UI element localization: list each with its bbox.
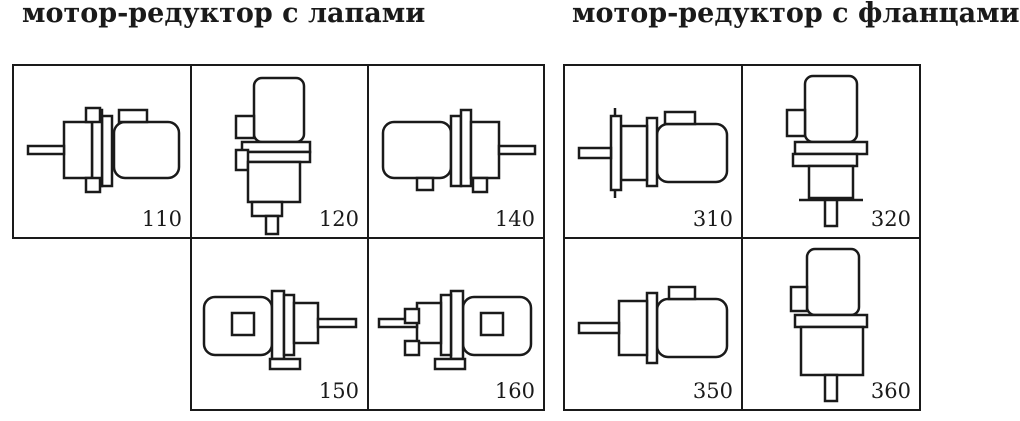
- variant-cell-360[interactable]: 360: [741, 237, 921, 411]
- variant-code-310: 310: [692, 207, 733, 231]
- variant-code-150: 150: [318, 379, 359, 403]
- title-flange-mounted: мотор-редуктор с фланцами: [572, 0, 1020, 29]
- flange-mount-vertical-icon: [785, 74, 869, 228]
- variant-code-140: 140: [494, 207, 535, 231]
- variant-cell-350[interactable]: 350: [563, 237, 743, 411]
- foot-mount-vertical-icon: [234, 76, 312, 236]
- variant-code-360: 360: [870, 379, 911, 403]
- variant-cell-160[interactable]: 160: [367, 237, 545, 411]
- variant-cell-150[interactable]: 150: [190, 237, 369, 411]
- variant-cell-310[interactable]: 310: [563, 64, 743, 239]
- foot-mount-horizontal-icon: [26, 106, 181, 194]
- foot-mount-motor-right-icon: [377, 289, 533, 371]
- variant-code-110: 110: [141, 207, 182, 231]
- variant-code-320: 320: [870, 207, 911, 231]
- foot-mount-motor-left-icon: [202, 289, 358, 371]
- variant-code-160: 160: [494, 379, 535, 403]
- variant-cell-110[interactable]: 110: [12, 64, 192, 239]
- variant-code-350: 350: [692, 379, 733, 403]
- flange-mount-vertical-plain-icon: [789, 247, 869, 403]
- title-foot-mounted: мотор-редуктор с лапами: [22, 0, 426, 29]
- foot-mount-horizontal-mirrored-icon: [381, 108, 537, 194]
- variant-code-120: 120: [318, 207, 359, 231]
- flange-mount-horizontal-icon: [577, 108, 729, 198]
- flange-mount-horizontal-plain-icon: [577, 285, 729, 365]
- variant-cell-320[interactable]: 320: [741, 64, 921, 239]
- variant-cell-140[interactable]: 140: [367, 64, 545, 239]
- variant-cell-120[interactable]: 120: [190, 64, 369, 239]
